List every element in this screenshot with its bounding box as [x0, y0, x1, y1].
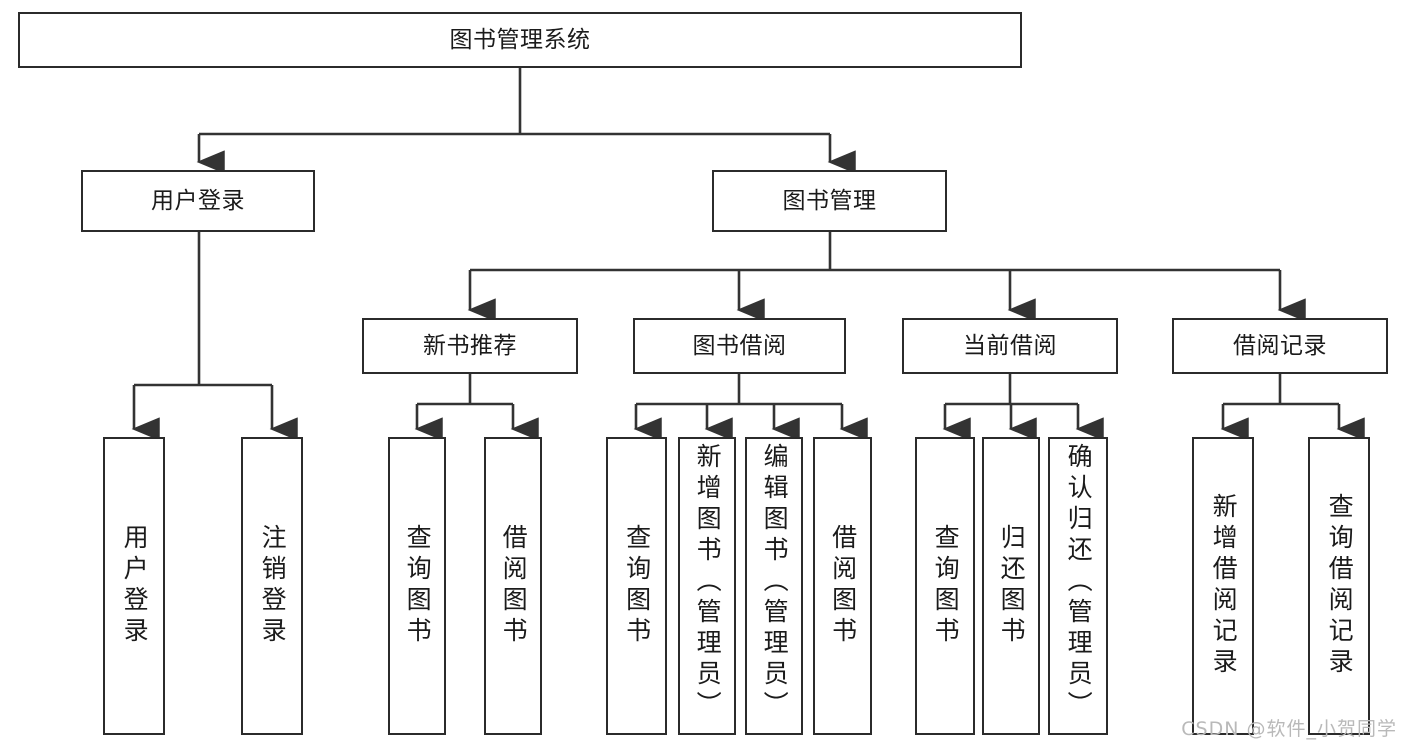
node-user-login[interactable]: 用户登录: [81, 170, 315, 232]
leaf-node[interactable]: 编辑图书（管理员）: [745, 437, 803, 735]
node-borrow-record[interactable]: 借阅记录: [1172, 318, 1388, 374]
leaf-node[interactable]: 借阅图书: [813, 437, 872, 735]
node-current-borrow[interactable]: 当前借阅: [902, 318, 1118, 374]
leaf-node-label: 用户登录: [120, 524, 150, 648]
node-borrow-record-label: 借阅记录: [1233, 332, 1327, 359]
leaf-node[interactable]: 查询图书: [388, 437, 446, 735]
leaf-node[interactable]: 注销登录: [241, 437, 303, 735]
leaf-node[interactable]: 用户登录: [103, 437, 165, 735]
leaf-node-label: 确认归还（管理员）: [1064, 443, 1094, 722]
leaf-node-label: 编辑图书（管理员）: [760, 443, 790, 722]
leaf-node[interactable]: 归还图书: [982, 437, 1040, 735]
leaf-node-label: 借阅图书: [499, 524, 529, 648]
node-user-login-label: 用户登录: [151, 187, 245, 214]
leaf-node-label: 查询借阅记录: [1325, 493, 1355, 679]
leaf-node[interactable]: 查询借阅记录: [1308, 437, 1370, 735]
leaf-node-label: 新增图书（管理员）: [693, 443, 723, 722]
node-root-system[interactable]: 图书管理系统: [18, 12, 1022, 68]
node-current-borrow-label: 当前借阅: [963, 332, 1057, 359]
leaf-node[interactable]: 新增借阅记录: [1192, 437, 1254, 735]
node-book-borrow[interactable]: 图书借阅: [633, 318, 846, 374]
node-root-label: 图书管理系统: [449, 26, 591, 53]
node-book-borrow-label: 图书借阅: [692, 332, 787, 359]
leaf-node-label: 归还图书: [997, 524, 1027, 648]
node-book-management-label: 图书管理: [782, 187, 877, 214]
leaf-node[interactable]: 查询图书: [606, 437, 667, 735]
leaf-node-label: 查询图书: [403, 524, 433, 648]
leaf-node-label: 新增借阅记录: [1209, 493, 1239, 679]
leaf-node-label: 查询图书: [622, 524, 652, 648]
leaf-node[interactable]: 新增图书（管理员）: [678, 437, 736, 735]
leaf-node-label: 借阅图书: [828, 524, 858, 648]
leaf-node[interactable]: 查询图书: [915, 437, 975, 735]
leaf-node-label: 注销登录: [258, 524, 288, 648]
node-new-book-recommend[interactable]: 新书推荐: [362, 318, 578, 374]
leaf-node[interactable]: 借阅图书: [484, 437, 542, 735]
leaf-node-label: 查询图书: [931, 524, 961, 648]
csdn-watermark: CSDN @软件_小贺同学: [1181, 718, 1397, 740]
node-new-book-recommend-label: 新书推荐: [423, 332, 517, 359]
leaf-node[interactable]: 确认归还（管理员）: [1048, 437, 1108, 735]
node-book-management[interactable]: 图书管理: [712, 170, 947, 232]
